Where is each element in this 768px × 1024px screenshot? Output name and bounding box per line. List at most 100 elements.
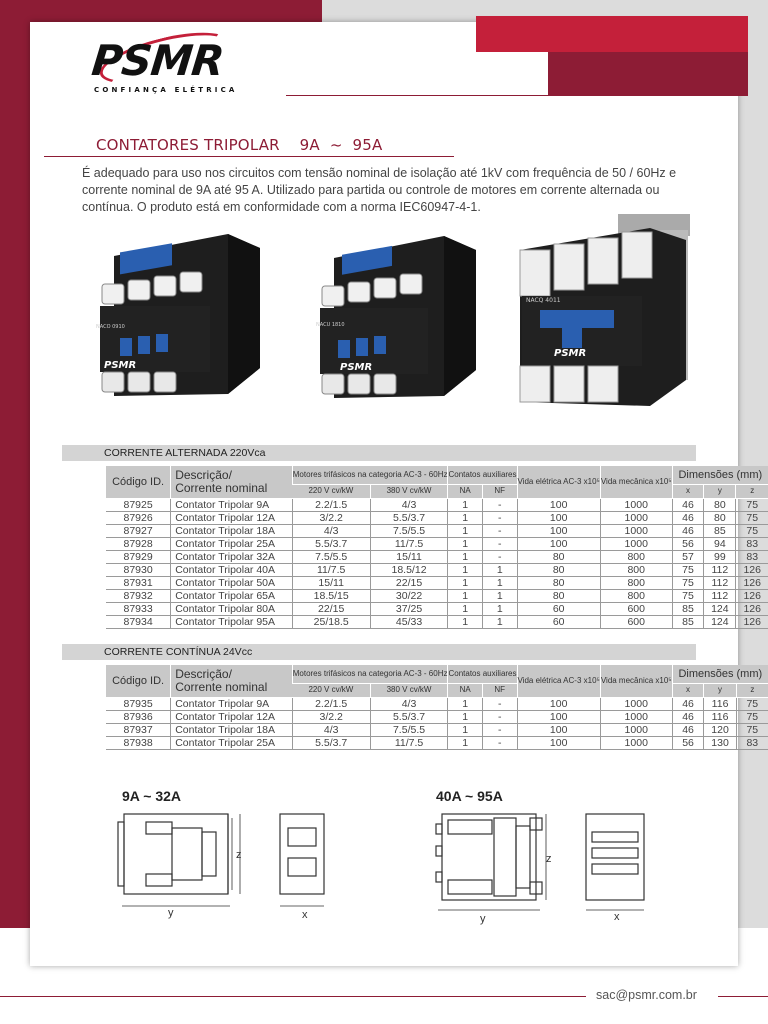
table-cell: 75	[735, 723, 768, 737]
table-cell: 11/7.5	[369, 736, 448, 750]
table-cell: 15/11	[291, 576, 371, 590]
table-cell: 124	[703, 602, 736, 616]
dim-z-label: z	[236, 849, 242, 861]
col-desc-header: Descrição/Corrente nominal	[170, 665, 293, 698]
col-na-header: NA	[447, 683, 483, 698]
table-cell: Contator Tripolar 25A	[170, 537, 293, 551]
brand-logo: PSMR CONFIANÇA ELÉTRICA	[89, 22, 235, 100]
col-220v-header: 220 V cv/kW	[292, 484, 371, 499]
logo-wordmark: PSMR	[89, 36, 226, 85]
table-cell: Contator Tripolar 18A	[170, 524, 293, 538]
table-cell: 1	[447, 576, 483, 590]
table-cell: 100	[516, 498, 601, 512]
table-cell: 75	[671, 589, 704, 603]
table-cell: 56	[671, 736, 704, 750]
col-z-header: z	[735, 484, 768, 499]
table-cell: 2.2/1.5	[291, 697, 371, 711]
table-cell: -	[481, 524, 518, 538]
table-cell: 37/25	[369, 602, 448, 616]
table-cell: Contator Tripolar 9A	[170, 498, 293, 512]
table-cell: 4/3	[291, 524, 371, 538]
col-vida-eletrica-header: Vida elétrica AC-3 x10⁵	[516, 665, 601, 698]
table-cell: 1	[447, 697, 483, 711]
table-cell: 22/15	[369, 576, 448, 590]
col-code-header: Código ID.	[106, 466, 171, 499]
table-cell: Contator Tripolar 95A	[170, 615, 293, 629]
col-z-header: z	[735, 683, 768, 698]
table-cell: 1000	[599, 524, 673, 538]
photo-code-2: NACU 1810	[316, 322, 345, 328]
intro-paragraph: É adequado para uso nos circuitos com te…	[82, 166, 677, 214]
table-cell: 85	[671, 615, 704, 629]
table-cell: Contator Tripolar 65A	[170, 589, 293, 603]
table-cell: 87929	[106, 550, 171, 564]
table-cell: 5.5/3.7	[291, 537, 371, 551]
col-dimensions-header: Dimensões (mm)	[671, 665, 768, 684]
table-cell: 126	[735, 589, 768, 603]
dim-x-label: x	[302, 909, 308, 920]
col-x-header: x	[671, 683, 704, 698]
table-cell: 1	[481, 602, 518, 616]
table-cell: 45/33	[369, 615, 448, 629]
table-cell: 5.5/3.7	[291, 736, 371, 750]
table-cell: 1	[481, 576, 518, 590]
table-cell: -	[481, 710, 518, 724]
dc-spec-table: Código ID. Descrição/Corrente nominal Mo…	[106, 665, 768, 750]
table-cell: 1	[447, 550, 483, 564]
table-cell: 1000	[599, 697, 673, 711]
table-cell: 56	[671, 537, 704, 551]
col-desc-header: Descrição/Corrente nominal	[170, 466, 293, 499]
table-cell: 87935	[106, 697, 171, 711]
table-cell: -	[481, 511, 518, 525]
table-cell: 1	[447, 615, 483, 629]
table-cell: 87934	[106, 615, 171, 629]
table-cell: 1000	[599, 537, 673, 551]
col-code-header: Código ID.	[106, 665, 171, 698]
footer-email-link[interactable]: sac@psmr.com.br	[596, 988, 697, 1002]
drawing-small-title: 9A ~ 32A	[122, 788, 182, 804]
table-cell: Contator Tripolar 50A	[170, 576, 293, 590]
table-cell: 99	[703, 550, 736, 564]
table-cell: 80	[516, 589, 601, 603]
table-cell: 87925	[106, 498, 171, 512]
table-cell: 87926	[106, 511, 171, 525]
table-cell: 4/3	[291, 723, 371, 737]
table-cell: 1	[481, 563, 518, 577]
table-cell: 120	[703, 723, 737, 737]
logo-tagline: CONFIANÇA ELÉTRICA	[94, 86, 238, 94]
table-cell: 75	[735, 511, 768, 525]
table-cell: 112	[703, 589, 736, 603]
col-vida-mecanica-header: Vida mecânica x10⁵	[599, 466, 673, 499]
table-cell: 1	[447, 710, 483, 724]
table-cell: 87927	[106, 524, 171, 538]
drawing-large-front: y z x	[435, 813, 645, 925]
table-cell: 1000	[599, 736, 673, 750]
table-cell: 100	[516, 511, 601, 525]
table-cell: 7.5/5.5	[369, 524, 448, 538]
table-cell: 100	[516, 723, 601, 737]
table-cell: 25/18.5	[291, 615, 371, 629]
table-cell: 800	[599, 563, 673, 577]
col-220v-header: 220 V cv/kW	[292, 683, 371, 698]
table-cell: 100	[516, 537, 601, 551]
table-cell: 800	[599, 576, 673, 590]
photo-brand-3: PSMR	[554, 348, 586, 359]
table-cell: 22/15	[291, 602, 371, 616]
table-cell: 2.2/1.5	[291, 498, 371, 512]
table-cell: 1	[447, 602, 483, 616]
table-cell: 87930	[106, 563, 171, 577]
drawing-small-front: y z x	[117, 813, 325, 920]
table-cell: 7.5/5.5	[291, 550, 371, 564]
table-cell: 30/22	[369, 589, 448, 603]
table-cell: 94	[703, 537, 736, 551]
table-cell: 85	[703, 524, 736, 538]
col-nf-header: NF	[481, 484, 518, 499]
